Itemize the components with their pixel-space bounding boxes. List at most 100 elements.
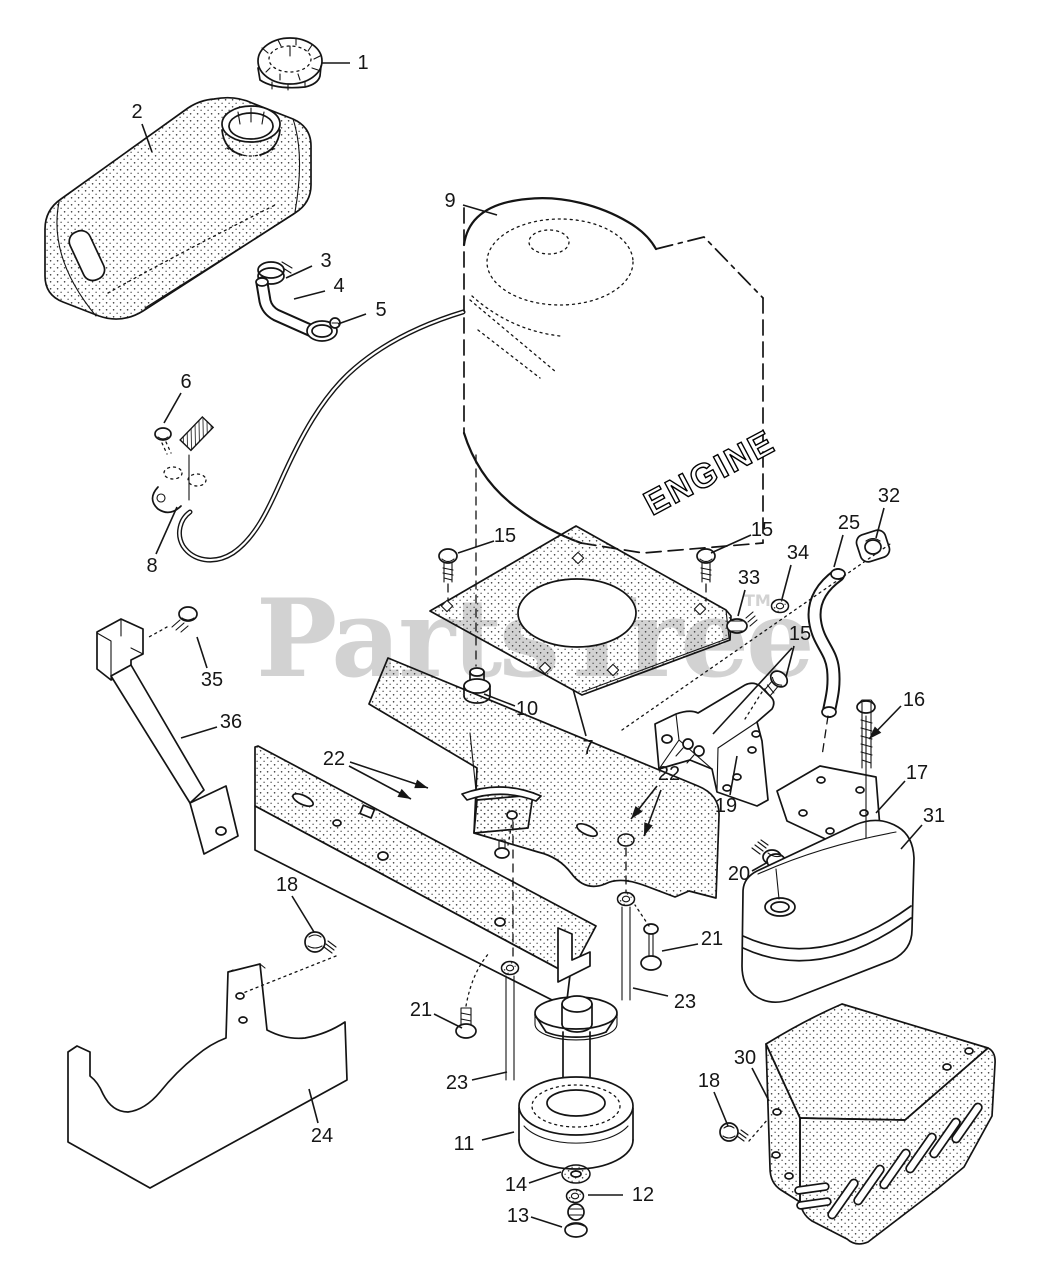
callout-number-18a: 18	[276, 874, 298, 896]
callout-leader-4	[293, 290, 326, 300]
callout-number-32: 32	[878, 485, 900, 507]
callout-leader-15b	[710, 534, 752, 554]
part-valve-screw-6	[154, 415, 215, 455]
engine-label: ENGINE	[638, 423, 782, 523]
callout-number-6: 6	[180, 371, 191, 393]
part-screw-18-left	[304, 931, 337, 954]
callout-arrowhead-22b	[631, 806, 643, 819]
callout-number-31: 31	[923, 805, 945, 827]
callout-number-3: 3	[320, 250, 331, 272]
callout-leader-18a	[291, 895, 315, 933]
callout-leader-24	[308, 1088, 319, 1124]
callout-number-35: 35	[201, 669, 223, 691]
callout-number-9: 9	[444, 190, 455, 212]
callout-number-21b: 21	[701, 928, 723, 950]
part-hose-clamp-upper	[257, 261, 293, 285]
callout-number-1: 1	[357, 52, 368, 74]
part-grommet-32	[855, 529, 891, 563]
part-nut-12	[565, 1188, 585, 1204]
callout-number-24: 24	[311, 1125, 333, 1147]
part-tube-25	[807, 568, 846, 718]
part-hose-clamp-lower	[306, 317, 341, 342]
callout-leader-18b	[713, 1091, 729, 1127]
callout-leader-15a	[457, 540, 495, 554]
callout-leader-6	[163, 392, 182, 424]
callout-arrowhead-22b	[644, 822, 653, 836]
callout-leader-9	[462, 204, 498, 216]
callout-leader-11	[481, 1131, 515, 1141]
part-fuel-line	[177, 309, 466, 563]
callout-number-7: 7	[582, 737, 593, 759]
part-spacer-23-right	[616, 891, 636, 1001]
callout-leader-15c	[785, 645, 795, 678]
callout-leader-20	[751, 861, 769, 872]
callout-leader-25	[833, 534, 844, 568]
callout-leader-31	[900, 824, 923, 850]
part-fuel-elbow	[255, 276, 319, 338]
part-washer-14	[561, 1164, 591, 1184]
callout-number-33: 33	[738, 567, 760, 589]
callout-number-36: 36	[220, 711, 242, 733]
part-bolt-21-right	[640, 923, 662, 971]
part-bracket-19	[654, 682, 775, 807]
callout-leader-13	[530, 1216, 563, 1228]
callout-leader-2	[141, 123, 153, 153]
part-fuel-cap	[257, 37, 323, 91]
callout-leader-30	[751, 1067, 770, 1102]
callout-leader-22a	[349, 761, 429, 789]
part-cover-24	[67, 963, 348, 1189]
part-bolt-33	[726, 611, 758, 634]
callout-number-30: 30	[734, 1047, 756, 1069]
callout-leader-32	[875, 507, 885, 539]
callout-number-14: 14	[505, 1174, 527, 1196]
callout-number-22a: 22	[323, 748, 345, 770]
callout-leader-17	[875, 780, 906, 814]
callout-number-20: 20	[728, 863, 750, 885]
callout-number-21a: 21	[410, 999, 432, 1021]
callout-leader-34	[781, 564, 792, 600]
callout-number-17: 17	[906, 762, 928, 784]
callout-number-2: 2	[131, 101, 142, 123]
part-frame	[254, 657, 720, 1009]
callout-number-19: 19	[715, 795, 737, 817]
callout-leader-7	[572, 688, 587, 737]
callout-number-5: 5	[375, 299, 386, 321]
callout-leader-21a	[433, 1013, 463, 1029]
callout-number-13: 13	[507, 1205, 529, 1227]
callout-leader-21b	[661, 943, 699, 952]
part-bolt-13	[564, 1203, 588, 1238]
part-spacer-10	[463, 667, 491, 704]
part-screw-35	[171, 606, 198, 633]
callout-number-16: 16	[903, 689, 925, 711]
callout-leader-14	[528, 1171, 562, 1184]
part-shield-30	[765, 1003, 996, 1245]
part-bolt-21-left	[455, 1007, 477, 1039]
callout-leader-8	[155, 506, 178, 555]
callout-number-4: 4	[333, 275, 344, 297]
callout-arrowhead-22a	[397, 788, 411, 799]
callout-number-25: 25	[838, 512, 860, 534]
callout-leader-15c	[712, 647, 793, 735]
callout-number-12: 12	[632, 1184, 654, 1206]
callout-leader-10	[483, 693, 516, 707]
callout-leader-35	[196, 636, 208, 669]
part-screw-18-right	[719, 1122, 749, 1142]
callout-leader-5	[337, 313, 367, 325]
part-baseplate	[429, 525, 732, 696]
part-fuel-tank	[44, 96, 312, 320]
callout-number-22b: 22	[658, 763, 680, 785]
part-nut-34	[770, 598, 790, 614]
assembly-lines	[148, 454, 891, 1142]
callout-leader-3	[285, 265, 313, 279]
callout-leader-19	[729, 755, 738, 796]
callout-number-15a: 15	[494, 525, 516, 547]
callout-leader-33	[737, 589, 746, 617]
part-bracket-36	[96, 618, 239, 855]
callout-number-23b: 23	[674, 991, 696, 1013]
callout-number-34: 34	[787, 542, 809, 564]
callout-leader-36	[180, 726, 218, 739]
callout-leader-23a	[471, 1071, 508, 1081]
